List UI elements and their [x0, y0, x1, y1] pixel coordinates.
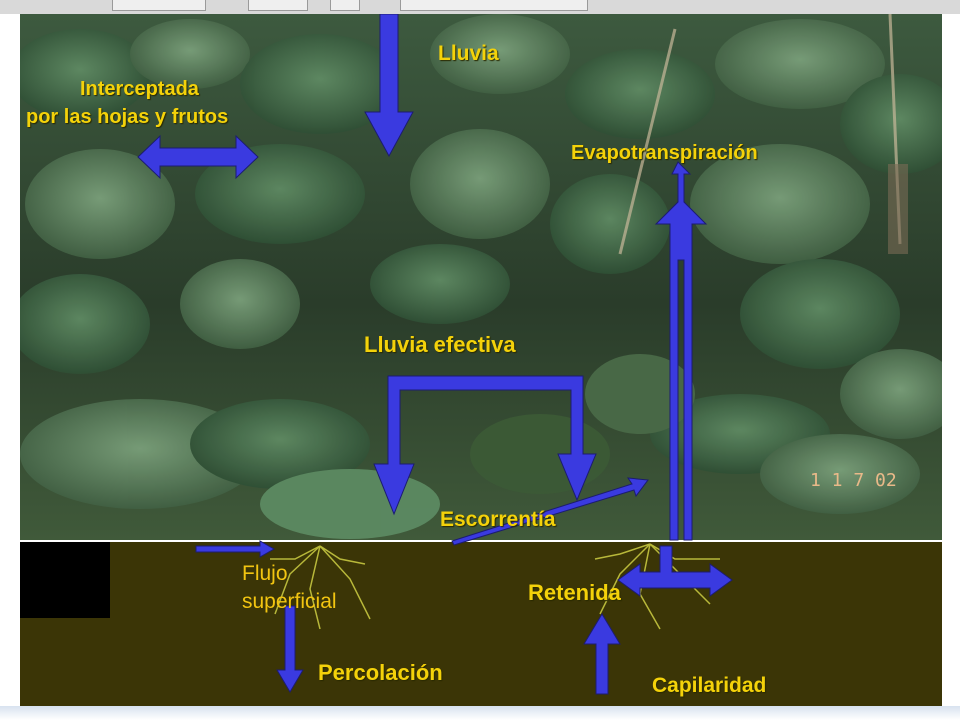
label-capilaridad: Capilaridad — [652, 674, 767, 697]
down-arrow-icon — [373, 375, 597, 516]
right-arrow-icon — [451, 477, 649, 546]
label-escorrentia: Escorrentía — [440, 508, 556, 531]
label-retenida: Retenida — [528, 580, 621, 605]
toolbar-button[interactable] — [248, 0, 308, 11]
diagram-slide: Lluvia Interceptada por las hojas y frut… — [20, 14, 942, 706]
toolbar-button[interactable] — [330, 0, 360, 11]
toolbar-button[interactable] — [112, 0, 206, 11]
label-lluvia-efectiva: Lluvia efectiva — [364, 332, 516, 357]
label-flujo: Flujo — [242, 562, 288, 585]
double-arrow-icon — [617, 545, 733, 597]
label-superficial: superficial — [242, 590, 337, 613]
up-arrow-icon — [654, 161, 708, 541]
double-arrow-icon — [137, 134, 259, 180]
slide-margin-left — [0, 14, 20, 720]
label-interceptada-2: por las hojas y frutos — [26, 106, 229, 128]
toolbar-button[interactable] — [400, 0, 588, 11]
arrows-layer — [137, 14, 733, 695]
label-percolacion: Percolación — [318, 660, 443, 685]
photo-date-stamp: 1 1 7 02 — [810, 470, 897, 491]
down-arrow-icon — [276, 605, 304, 693]
window-bottom-strip — [0, 706, 960, 720]
slide-margin-right — [942, 14, 960, 720]
label-evapotranspiracion: Evapotranspiración — [571, 142, 758, 164]
soil-layer — [20, 542, 942, 706]
label-lluvia: Lluvia — [438, 42, 499, 65]
label-interceptada: Interceptada — [80, 78, 199, 100]
vegetation-photo — [20, 14, 942, 706]
right-arrow-icon — [195, 540, 276, 558]
window-top-bar — [0, 0, 960, 15]
up-arrow-icon — [583, 613, 621, 695]
down-arrow-icon — [364, 14, 414, 158]
